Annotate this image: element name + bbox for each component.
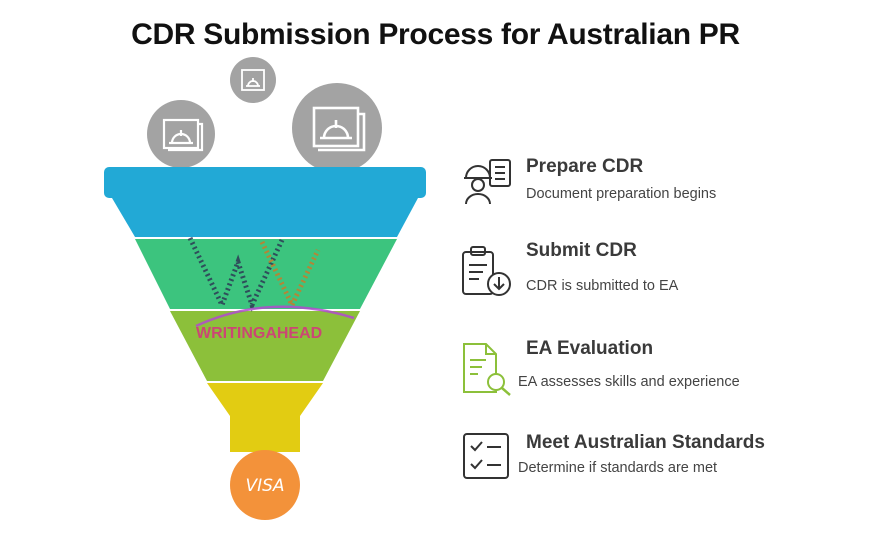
- step-submit-cdr: Submit CDR CDR is submitted to EA: [460, 240, 860, 300]
- step-description: CDR is submitted to EA: [526, 278, 679, 294]
- engineer-checklist-icon: [464, 159, 511, 205]
- checklist-icon: [463, 433, 509, 479]
- visa-circle: [230, 450, 300, 520]
- step-title: Submit CDR: [526, 240, 637, 261]
- step-description: Determine if standards are met: [518, 460, 718, 476]
- funnel-layer-standards: [207, 383, 323, 452]
- funnel-rim: [104, 167, 426, 198]
- watermark-logo: WRITINGAHEAD: [187, 236, 355, 342]
- step-title: EA Evaluation: [526, 338, 654, 359]
- page-title: CDR Submission Process for Australian PR: [131, 18, 740, 51]
- step-prepare-cdr: Prepare CDR Document preparation begins: [460, 156, 860, 216]
- step-meet-standards: Meet Australian Standards Determine if s…: [460, 432, 860, 492]
- document-bubble-right-icon: [292, 83, 382, 173]
- step-title: Prepare CDR: [526, 156, 644, 177]
- document-bubble-small-icon: [230, 57, 276, 103]
- watermark-text: WRITINGAHEAD: [196, 325, 322, 342]
- funnel-layer-submit: [135, 239, 397, 309]
- funnel-layer-prepare: [112, 198, 418, 237]
- funnel-layer-evaluation: [170, 311, 360, 381]
- step-description: EA assesses skills and experience: [518, 374, 740, 390]
- document-bubble-left-icon: [147, 100, 215, 168]
- step-description: Document preparation begins: [526, 186, 717, 202]
- document-search-icon: [463, 343, 511, 396]
- step-title: Meet Australian Standards: [526, 432, 765, 453]
- visa-label: VISA: [245, 476, 284, 496]
- step-ea-evaluation: EA Evaluation EA assesses skills and exp…: [460, 338, 860, 398]
- clipboard-download-icon: [462, 246, 511, 296]
